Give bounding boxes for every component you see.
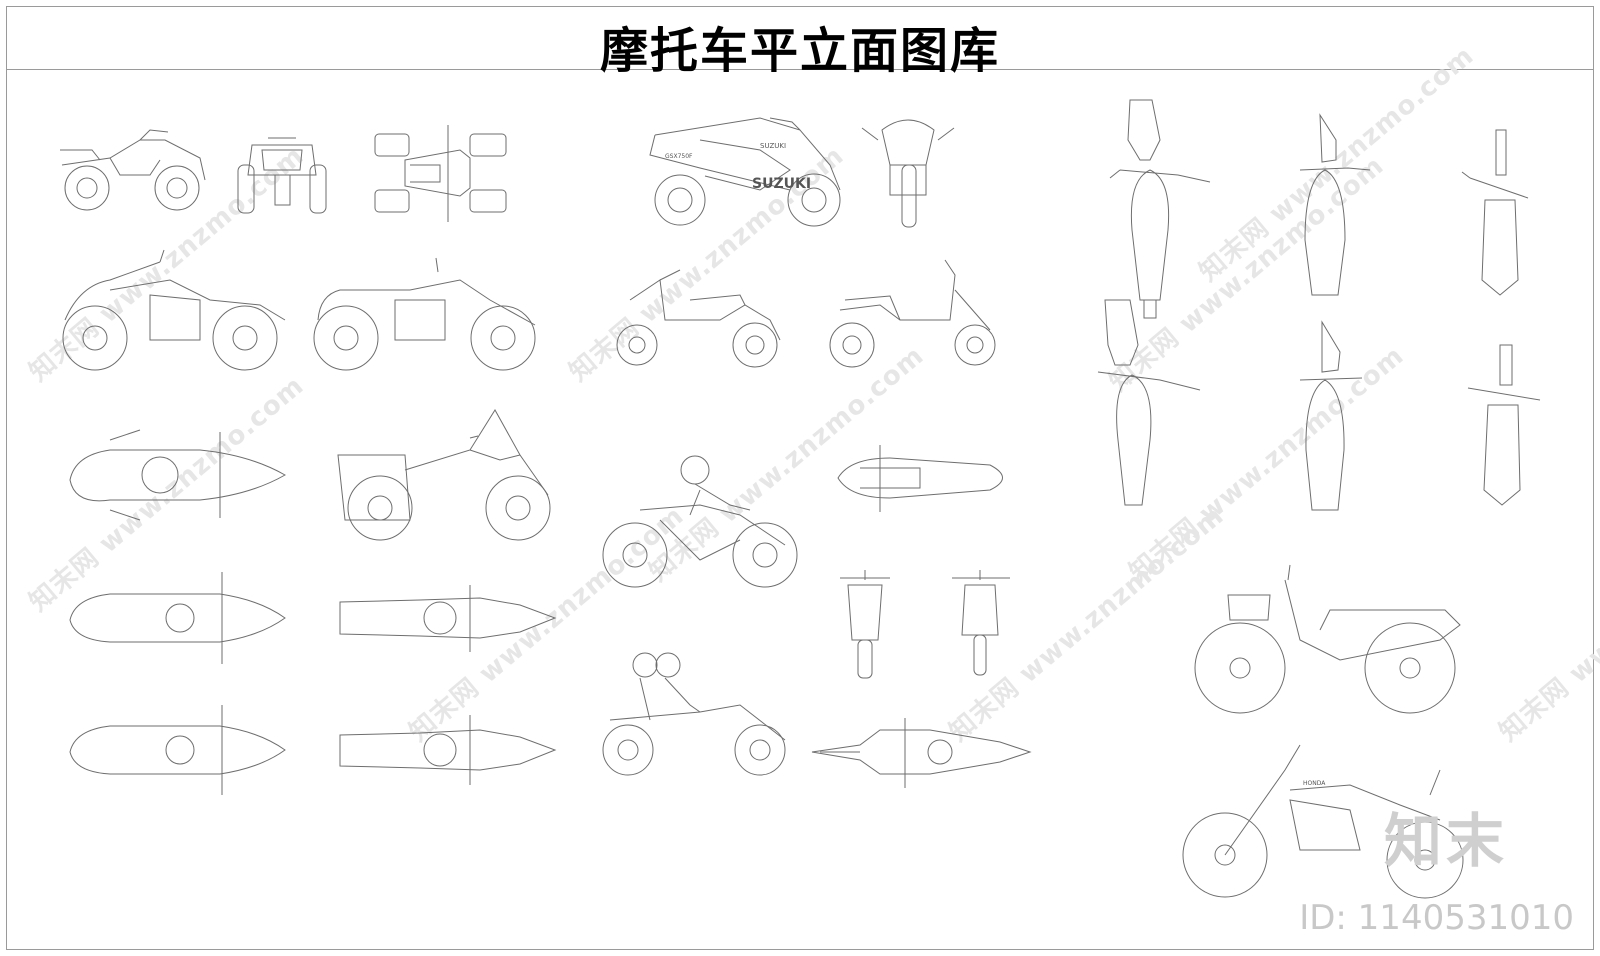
motorcycle-top-view xyxy=(69,705,286,795)
title-bar: 摩托车平立面图库 xyxy=(7,7,1593,79)
sheet-frame xyxy=(6,6,1594,950)
sport-bike-front-view xyxy=(861,119,955,228)
motorcycle-rider-top-view xyxy=(69,429,287,521)
cruiser-side-view xyxy=(62,249,286,371)
suzuki-tail-label: SUZUKI xyxy=(760,142,786,150)
cub-bike-side-view xyxy=(1194,564,1461,714)
motorcycle-top-view xyxy=(1461,129,1529,296)
motorcycle-top-view xyxy=(1299,320,1363,511)
motorcycle-top-view xyxy=(339,715,557,785)
motorcycle-top-view xyxy=(1299,113,1371,296)
suzuki-tank-label: SUZUKI xyxy=(752,176,811,192)
brand-watermark: 知末 xyxy=(1383,807,1508,875)
scooter-top-view xyxy=(837,445,1003,512)
cruiser-side-view xyxy=(313,257,536,371)
motorcycle-top-view xyxy=(1109,99,1211,319)
cub-badge-label: HONDA xyxy=(1303,780,1326,787)
sport-bike-side-view xyxy=(649,117,841,227)
atv-top-view xyxy=(374,125,507,222)
scooter-front-view xyxy=(840,570,890,679)
motorcycle-top-view xyxy=(69,572,286,664)
scooter-side-view xyxy=(616,269,781,368)
motorcycle-top-view xyxy=(1467,344,1541,506)
scooter-side-view xyxy=(829,259,996,368)
id-label: ID: 1140531010 xyxy=(1299,898,1574,938)
page-title: 摩托车平立面图库 xyxy=(599,23,1000,79)
riders-cruiser-side-view xyxy=(602,652,786,776)
atv-front-view xyxy=(237,137,327,214)
motorcycle-top-view xyxy=(339,585,557,652)
model-side-label: GSX750F xyxy=(665,153,693,160)
scooter-rear-view xyxy=(952,570,1010,676)
touring-bike-side-view xyxy=(337,409,551,541)
atv-side-view xyxy=(60,129,206,211)
rider-sport-bike-side-view xyxy=(602,455,798,588)
chopper-side-view xyxy=(1182,744,1464,899)
motorcycle-top-view xyxy=(1097,299,1201,506)
cruiser-top-view xyxy=(811,718,1032,788)
